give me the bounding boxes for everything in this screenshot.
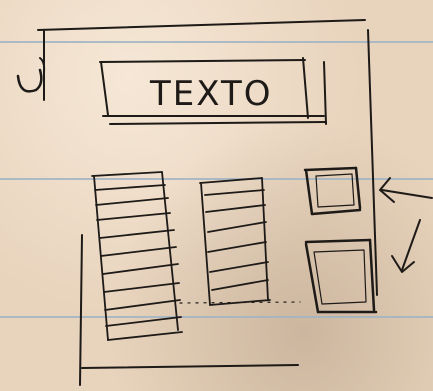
arrow-left-icon <box>380 178 432 202</box>
text-column-left <box>92 172 182 340</box>
hook-mark <box>18 70 41 91</box>
square-button-bottom[interactable] <box>306 240 376 312</box>
arrow-down-left-icon <box>392 220 420 272</box>
title-label: TEXTO <box>149 74 272 114</box>
text-column-right <box>200 178 270 305</box>
square-button-top[interactable] <box>305 168 360 214</box>
